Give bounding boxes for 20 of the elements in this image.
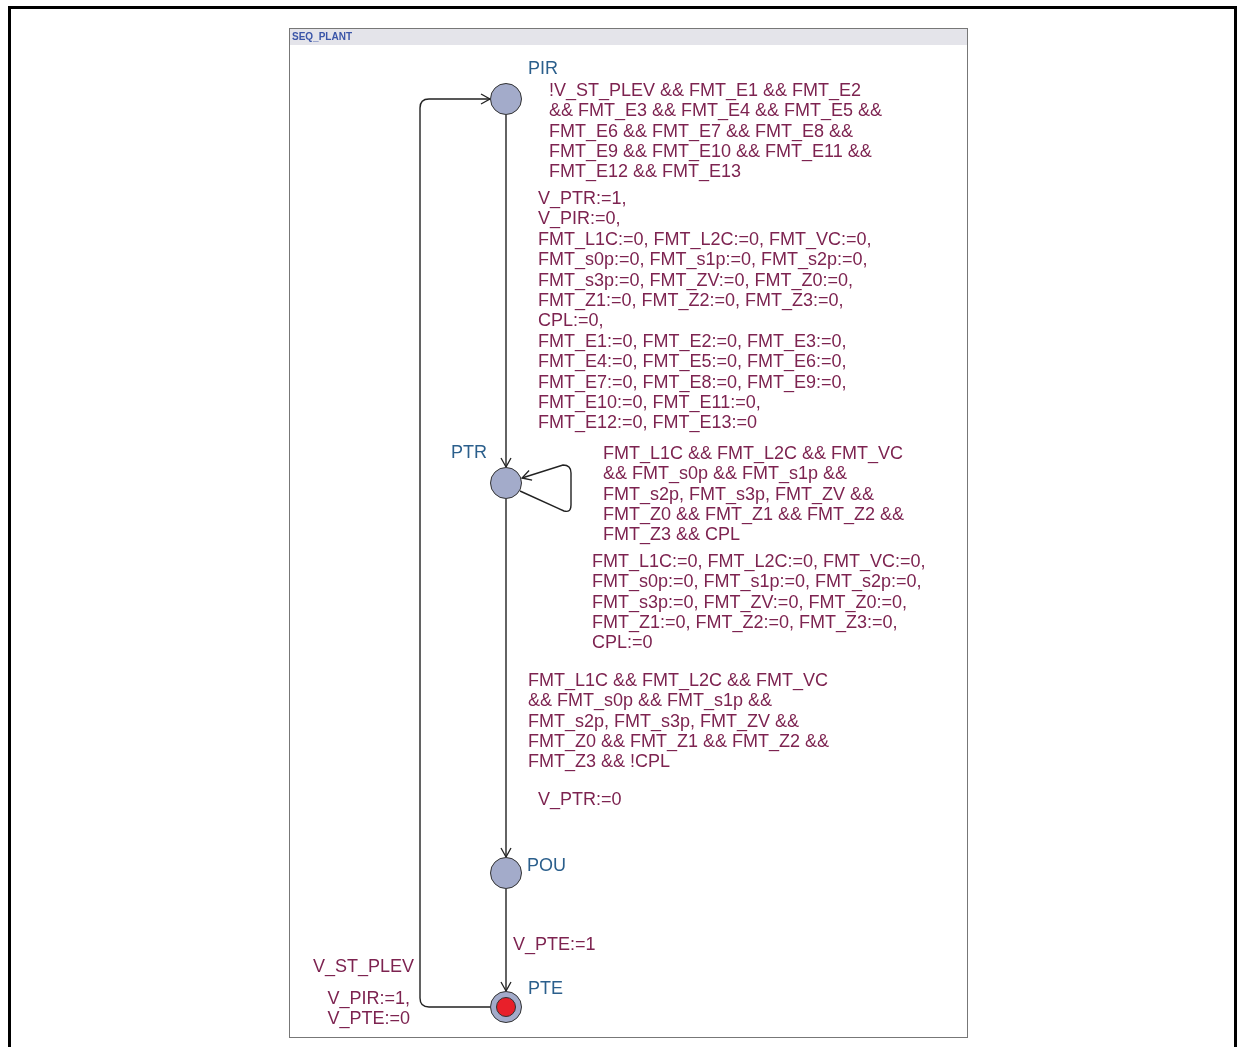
state-name: PTE xyxy=(528,977,563,999)
update-text: V_PIR:=1, V_PTE:=0 xyxy=(326,988,410,1029)
template-panel xyxy=(289,28,968,1038)
transition-arrow xyxy=(500,114,512,468)
update-text: V_PTR:=0 xyxy=(538,789,623,810)
transition-arrow xyxy=(500,498,512,858)
guard-label: !V_ST_PLEV && FMT_E1 && FMT_E2 && FMT_E3 && FMT_E4 && FMT_E5 && FMT_E6 && FMT_E7 && FMT_E8 && FMT_E9 && FMT_E10 && FMT_E11 && FMT_E12 && FMT_E13 xyxy=(549,80,885,182)
self-loop-arrow xyxy=(519,464,572,513)
guard-label: V_ST_PLEV xyxy=(313,956,417,977)
update-text: V_PTR:=1, xyxy=(538,188,628,209)
state-name: POU xyxy=(527,854,566,876)
transition-arrow xyxy=(419,93,491,1008)
update-text: V_PIR:=0, xyxy=(538,208,621,229)
transition-arrow xyxy=(500,888,512,992)
update-text: FMT_L1C:=0, FMT_L2C:=0, FMT_VC:=0, FMT_s0p:=0, FMT_s1p:=0, FMT_s2p:=0, FMT_s3p:=0, FMT_ZV:=0, FMT_Z0:=0, FMT_Z1:=0, FMT_Z2:=0, FMT_Z3:=0, CPL:=0, xyxy=(538,229,873,331)
state-name: PIR xyxy=(528,57,558,79)
state-name: PTR xyxy=(451,441,487,463)
panel-title: SEQ_PLANT xyxy=(290,29,967,45)
update-text: FMT_L1C:=0, FMT_L2C:=0, FMT_VC:=0, FMT_s0p:=0, FMT_s1p:=0, FMT_s2p:=0, FMT_s3p:=0, FMT_ZV:=0, FMT_Z0:=0, FMT_Z1:=0, FMT_Z2:=0, FMT_Z3:=0, CPL:=0 xyxy=(592,551,927,653)
update-text: FMT_E1:=0, FMT_E2:=0, FMT_E3:=0, FMT_E4:=0, FMT_E5:=0, FMT_E6:=0, FMT_E7:=0, FMT_E8:=0, FMT_E9:=0, FMT_E10:=0, FMT_E11:=0, FMT_E12:=0, FMT_E13:=0 xyxy=(538,331,848,433)
